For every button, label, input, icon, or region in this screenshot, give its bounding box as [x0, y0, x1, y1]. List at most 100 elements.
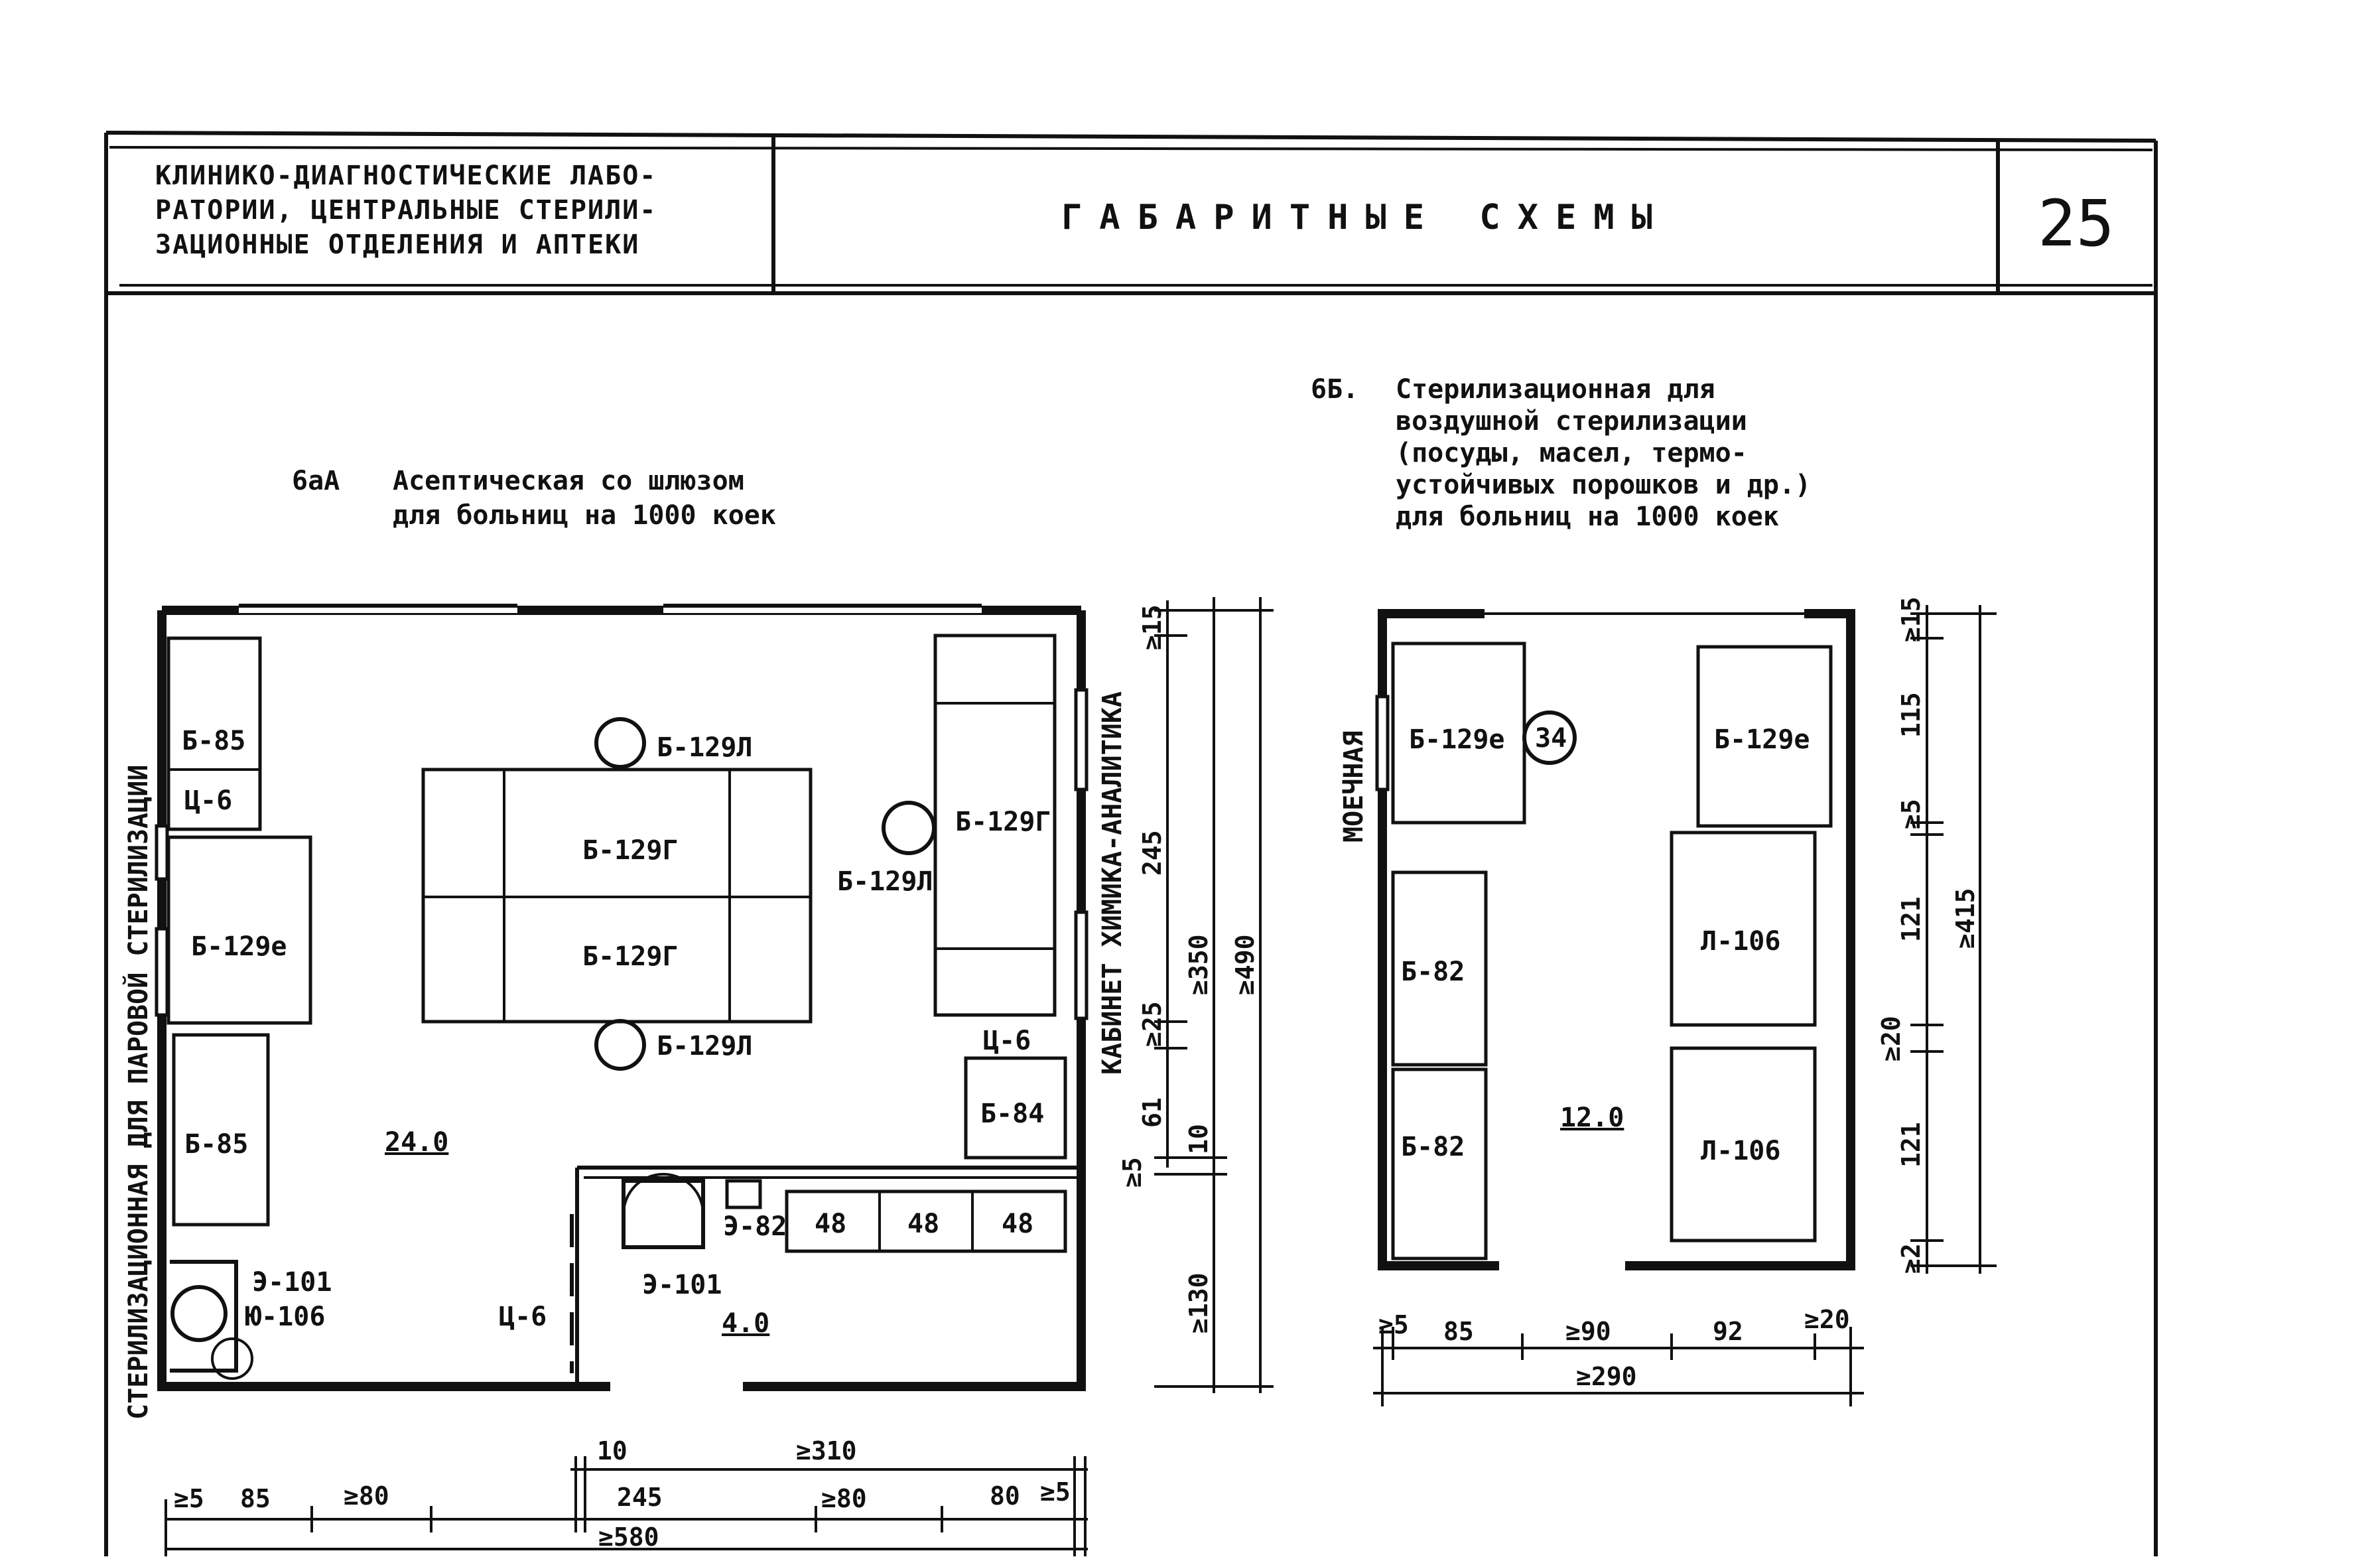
b84-cabinet [964, 1056, 1067, 1160]
dim-a-r10: 10 [1184, 1124, 1213, 1154]
label-b129e-left: Б-129е [1409, 724, 1505, 755]
dim-a-r490: ≥490 [1230, 934, 1260, 995]
plan-b-bottom-dimensions: ≥5 85 ≥90 92 ≥20 ≥290 [1373, 1305, 1864, 1406]
plan-a: 6аА Асептическая со шлюзом для больниц н… [122, 466, 1274, 1556]
dim-a-b5b: ≥5 [1040, 1477, 1071, 1507]
plan-a-caption-2: для больниц на 1000 коек [393, 500, 776, 531]
dim-b-b92: 92 [1713, 1317, 1743, 1346]
left-room-label: СТЕРИЛИЗАЦИОННАЯ ДЛЯ ПАРОВОЙ СТЕРИЛИЗАЦИ… [122, 765, 154, 1420]
label-b129g-1: Б-129Г [582, 835, 679, 866]
dim-b-b85: 85 [1443, 1317, 1474, 1346]
dim-a-b10: 10 [597, 1436, 628, 1465]
label-c6-top: Ц-6 [184, 785, 232, 816]
dim-b-b90: ≥90 [1565, 1317, 1611, 1346]
header-line-3: ЗАЦИОННЫЕ ОТДЕЛЕНИЯ И АПТЕКИ [155, 230, 639, 260]
dim-b-b5: ≥5 [1378, 1310, 1409, 1339]
label-34: 34 [1535, 723, 1567, 754]
label-b82-bottom: Б-82 [1401, 1132, 1465, 1162]
plan-b-caption-5: для больниц на 1000 коек [1396, 502, 1779, 532]
area-b-main: 12.0 [1560, 1103, 1624, 1133]
label-48-2: 48 [907, 1209, 939, 1239]
dim-a-r25: ≥25 [1138, 1001, 1167, 1047]
label-b129l-bottom: Б-129Л [657, 1031, 753, 1061]
label-e101-lock: Э-101 [642, 1270, 722, 1300]
label-b129l-top: Б-129Л [657, 732, 753, 763]
plan-b-right-dimensions: ≥15 115 ≥5 121 ≥415 ≥20 121 ≥2 [1877, 596, 1997, 1274]
dim-b-b290: ≥290 [1576, 1362, 1637, 1391]
center-title: ГАБАРИТНЫЕ СХЕМЫ [1061, 198, 1670, 237]
dim-a-b80b: ≥80 [821, 1484, 867, 1513]
label-b129e: Б-129е [191, 931, 287, 962]
right-room-label: КАБИНЕТ ХИМИКА-АНАЛИТИКА [1097, 691, 1128, 1075]
dim-a-r245: 245 [1138, 830, 1167, 876]
dim-a-r350: ≥350 [1184, 934, 1213, 995]
l106-top-cabinet [1670, 831, 1817, 1027]
plan-b-caption-3: (посуды, масел, термо- [1396, 438, 1747, 468]
dim-a-b580: ≥580 [598, 1523, 659, 1552]
plan-a-caption-1: Асептическая со шлюзом [393, 466, 744, 496]
centrifuge-34 [1522, 711, 1577, 765]
label-b84: Б-84 [980, 1099, 1044, 1129]
label-yu106: Ю-106 [245, 1302, 325, 1332]
header-line-2: РАТОРИИ, ЦЕНТРАЛЬНЫЕ СТЕРИЛИ- [155, 195, 657, 226]
plan-b: 6Б. Стерилизационная для воздушной стери… [1311, 374, 1997, 1406]
plan-b-caption-4: устойчивых порошков и др.) [1396, 470, 1811, 500]
dim-b-r121a: 121 [1896, 896, 1926, 942]
stool-right [882, 801, 936, 855]
dim-a-b310: ≥310 [796, 1436, 857, 1465]
dim-a-b80c: 80 [990, 1481, 1020, 1511]
b129e-left-cabinet [1391, 642, 1526, 825]
dim-b-r115: 115 [1896, 692, 1926, 738]
stool-bottom [594, 1019, 646, 1071]
label-b129g-2: Б-129Г [582, 941, 679, 972]
plan-b-caption-1: Стерилизационная для [1396, 374, 1715, 405]
dim-a-r61: 61 [1138, 1097, 1167, 1128]
shelving-48 [785, 1189, 1067, 1253]
plan-b-side-label: МОЕЧНАЯ [1339, 730, 1369, 843]
b85-bottom-cabinet [172, 1033, 270, 1227]
b129g-right-bench [933, 634, 1057, 1017]
label-b129e-right: Б-129е [1714, 724, 1810, 755]
b82-bottom-cabinet [1391, 1067, 1488, 1260]
label-l106-top: Л-106 [1701, 926, 1780, 957]
plan-a-number: 6аА [292, 466, 340, 496]
label-b129l-right: Б-129Л [837, 866, 933, 897]
dim-a-b80a: ≥80 [344, 1481, 389, 1511]
dim-b-r20: ≥20 [1877, 1016, 1906, 1061]
stool-top [594, 717, 646, 769]
label-c6-right: Ц-6 [983, 1026, 1031, 1056]
dim-b-r15: ≥15 [1896, 596, 1926, 642]
plan-b-caption-2: воздушной стерилизации [1396, 406, 1747, 437]
dim-a-r5: ≥5 [1118, 1157, 1147, 1187]
label-b85-bottom: Б-85 [184, 1129, 248, 1160]
dim-b-r2: ≥2 [1896, 1243, 1926, 1274]
label-e101-left: Э-101 [252, 1267, 332, 1298]
b85-c6-cabinet [166, 636, 262, 831]
label-b85-top: Б-85 [182, 726, 245, 756]
label-c6-lock: Ц-6 [499, 1302, 547, 1332]
dim-a-b5: ≥5 [174, 1484, 204, 1513]
dim-b-b20: ≥20 [1804, 1305, 1850, 1334]
label-b129g-right: Б-129Г [955, 807, 1051, 837]
dim-b-r415: ≥415 [1951, 888, 1980, 949]
l106-bottom-cabinet [1670, 1046, 1817, 1243]
page-number: 25 [2038, 186, 2115, 261]
plan-a-bottom-dimensions: ≥5 85 ≥80 10 245 ≥310 ≥80 80 ≥5 ≥580 [165, 1436, 1088, 1556]
dim-b-r5: ≥5 [1896, 799, 1926, 829]
b129e-cabinet [166, 835, 312, 1025]
plan-b-number: 6Б. [1311, 374, 1358, 405]
area-main: 24.0 [385, 1127, 448, 1158]
label-e82: Э-82 [723, 1211, 787, 1242]
label-48-1: 48 [815, 1209, 846, 1239]
area-lock: 4.0 [722, 1308, 769, 1339]
header-line-1: КЛИНИКО-ДИАГНОСТИЧЕСКИЕ ЛАБО- [155, 161, 657, 191]
b82-top-cabinet [1391, 870, 1488, 1067]
label-l106-bottom: Л-106 [1701, 1136, 1780, 1166]
dim-a-b245: 245 [617, 1483, 663, 1512]
label-48-3: 48 [1002, 1209, 1033, 1239]
dim-b-r121b: 121 [1896, 1122, 1926, 1168]
plan-a-right-dimensions: ≥15 245 ≥25 61 ≥5 10 ≥350 ≥490 ≥130 [1118, 597, 1274, 1393]
dim-a-r130: ≥130 [1184, 1272, 1213, 1333]
dim-a-b85: 85 [240, 1484, 271, 1513]
